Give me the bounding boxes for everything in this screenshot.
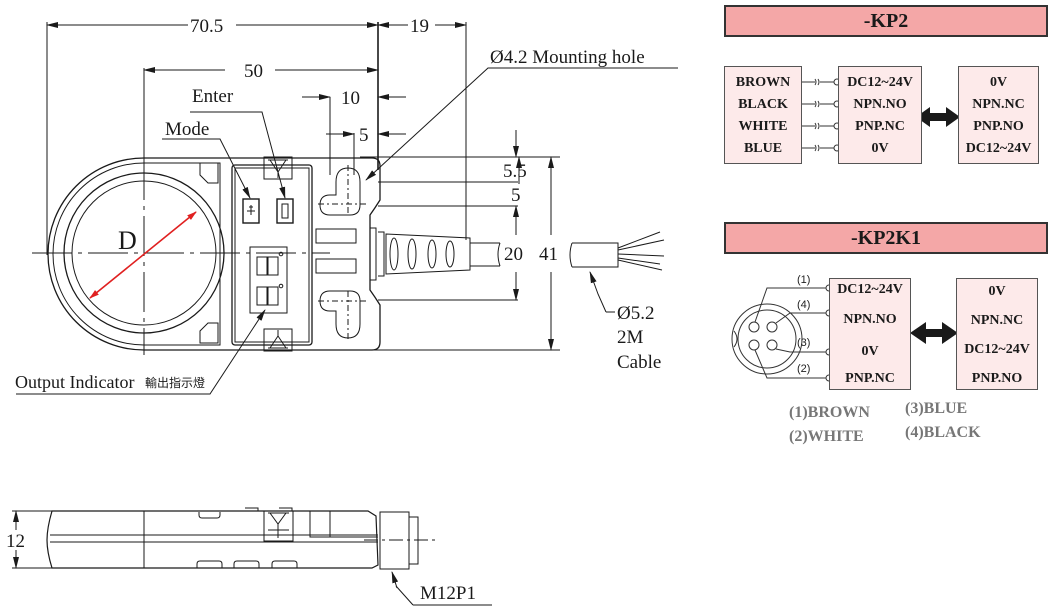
mode-leader [162,138,251,199]
legend-pin-1: (1)BROWN [789,404,870,421]
wire-color: WHITE [738,119,788,134]
side-body-outline [46,510,379,569]
terminal: DC12~24V [847,75,913,90]
cable-diameter-label: Ø5.2 [617,303,654,324]
kp2-swap-arrow [916,107,960,127]
dim-10: 10 [341,88,360,109]
output-led-1 [278,251,284,257]
mounting-hole-bottom [319,290,361,339]
wire-pin-3 [775,348,826,353]
alt-terminal: NPN.NC [970,313,1024,328]
alt-terminal: PNP.NO [971,371,1023,386]
kp2-wire-row [802,100,841,108]
dim-12: 12 [6,531,25,552]
kp2k1-alt-terminal-box: 0V NPN.NC DC12~24V PNP.NO [956,278,1038,390]
terminal: 0V [871,141,889,156]
dim-5-horizontal: 5 [359,125,369,146]
wire-color: BROWN [735,75,791,90]
legend-pin-3: (3)BLUE [905,400,968,417]
cable-strain-relief [385,233,471,275]
m12-face-outer [731,303,803,375]
mounting-hole-top [319,167,361,216]
dim-5-vertical: 5 [511,185,521,206]
pin-1 [748,321,760,333]
dim-20: 20 [504,244,523,265]
cable-length-label: 2M [617,327,644,348]
connector-label: M12P1 [420,583,476,604]
pin-2 [748,339,760,351]
terminal: PNP.NC [855,119,905,134]
enter-label: Enter [192,86,234,107]
dim-5-5: 5.5 [503,161,527,182]
cable-wires [617,231,665,271]
sensing-ring-outer [63,172,225,334]
side-clip [263,510,294,542]
kp2k1-terminal-box: DC12~24V NPN.NO 0V PNP.NC [829,278,911,390]
dim-19: 19 [410,16,429,37]
control-panel [231,164,313,346]
pin-label-1: (1) [797,274,810,286]
pin-4 [766,321,778,333]
mode-button [242,198,260,224]
alt-terminal: DC12~24V [965,141,1032,156]
pin-3 [766,339,778,351]
output-indicator-label: Output Indicator [15,372,134,392]
kp2-wire-row [802,144,841,152]
kp2k1-connector [731,284,833,382]
kp2-wire-row [802,122,841,130]
side-view [12,507,492,606]
seven-seg-display [249,246,288,314]
m12-key [733,330,738,348]
terminal: NPN.NO [853,97,907,112]
mounting-hole-leader [365,67,678,181]
alt-terminal: 0V [989,75,1008,90]
kp2-terminal-box: DC12~24V NPN.NO PNP.NC 0V [838,66,922,164]
alt-terminal: PNP.NO [973,119,1024,134]
wire-color: BLUE [743,141,783,156]
enter-leader [190,111,286,199]
enter-button [276,198,294,224]
sensing-ring-inner [71,180,217,326]
pin-label-4: (4) [797,299,810,311]
pin-label-3: (3) [797,337,810,349]
terminal: NPN.NO [843,312,897,327]
m12-face-inner [737,309,797,369]
output-led-2 [278,283,284,289]
sensor-body-inner [52,162,221,346]
kp2-alt-terminal-box: 0V NPN.NC PNP.NO DC12~24V [958,66,1039,164]
diameter-label: D [118,226,137,255]
terminal: DC12~24V [837,282,903,297]
terminal: PNP.NC [845,371,895,386]
cable-end [572,242,619,268]
legend-pin-2: (2)WHITE [789,428,864,445]
pin-label-2: (2) [797,363,810,375]
output-indicator-cjk: 輸出指示燈 [145,375,205,390]
cable-word-label: Cable [617,352,661,373]
dim-70-5: 70.5 [190,16,223,37]
kp2k1-header: -KP2K1 [724,222,1048,254]
wire-pin-2 [754,349,826,379]
output-indicator-leader [16,309,266,395]
wire-pin-1 [754,287,826,323]
kp2k1-swap-arrow [910,322,958,344]
kp2-wire-row [802,78,841,86]
mounting-hole-label: Ø4.2 Mounting hole [490,47,645,68]
terminal: 0V [861,344,879,359]
dim-50: 50 [244,61,263,82]
dim-41: 41 [539,244,558,265]
wire-pin-4 [775,312,826,324]
alt-terminal: NPN.NC [972,97,1025,112]
legend-pin-4: (4)BLACK [905,424,981,441]
mode-label: Mode [165,119,209,140]
kp2-wire-color-box: BROWN BLACK WHITE BLUE [724,66,802,164]
wire-color: BLACK [738,97,788,112]
sensor-body-outline [47,157,381,351]
alt-terminal: DC12~24V [964,342,1030,357]
kp2-header: -KP2 [724,5,1048,37]
kp2-wires [802,78,841,152]
alt-terminal: 0V [988,284,1006,299]
diameter-arrow [89,211,197,299]
